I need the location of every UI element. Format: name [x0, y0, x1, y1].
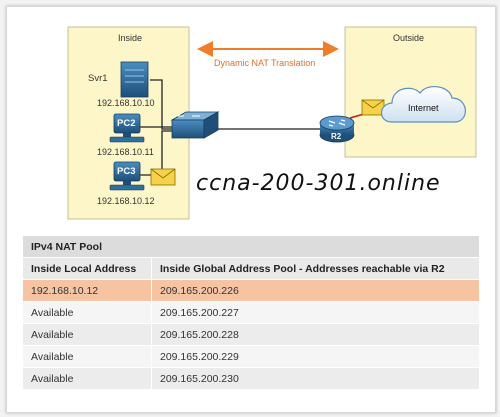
table-row: Available 209.165.200.229 — [22, 345, 480, 368]
translation-label: Dynamic NAT Translation — [214, 58, 316, 68]
cell-local-address: 192.168.10.12 — [22, 279, 152, 302]
table-row: Available 209.165.200.230 — [22, 367, 480, 390]
table-row: 192.168.10.12 209.165.200.226 — [22, 279, 480, 302]
watermark-text: ccna-200-301.online — [196, 171, 441, 196]
pc3-label: PC3 — [117, 166, 136, 177]
r2-packet-envelope-icon — [361, 99, 385, 116]
pc3-packet-envelope-icon — [150, 168, 176, 186]
cell-local-address: Available — [22, 345, 152, 368]
cell-local-address: Available — [22, 323, 152, 346]
table-row: Available 209.165.200.227 — [22, 301, 480, 324]
pc2-ip: 192.168.10.11 — [97, 147, 154, 157]
topology-canvas — [67, 26, 477, 220]
cell-global-address: 209.165.200.228 — [151, 323, 480, 346]
internet-label: Internet — [408, 103, 439, 113]
svr1-ip: 192.168.10.10 — [97, 98, 155, 108]
cell-global-address: 209.165.200.229 — [151, 345, 480, 368]
cell-global-address: 209.165.200.227 — [151, 301, 480, 324]
column-header-inside-local: Inside Local Address — [22, 257, 152, 280]
cell-local-address: Available — [22, 301, 152, 324]
pc3-ip: 192.168.10.12 — [97, 196, 155, 206]
svr1-label: Svr1 — [88, 73, 108, 84]
outside-zone-label: Outside — [393, 33, 425, 43]
cell-global-address: 209.165.200.230 — [151, 367, 480, 390]
router-icon — [319, 115, 355, 143]
table-title-row: IPv4 NAT Pool — [22, 235, 480, 258]
router-label: R2 — [331, 132, 342, 141]
pc3-icon — [109, 161, 145, 191]
nat-topology-diagram: Inside Outside Dynamic NAT Translation S… — [67, 26, 477, 220]
network-cables — [136, 79, 320, 176]
nat-pool-table: IPv4 NAT Pool Inside Local Address Insid… — [22, 235, 480, 390]
table-title: IPv4 NAT Pool — [22, 235, 480, 258]
table-row: Available 209.165.200.228 — [22, 323, 480, 346]
cell-local-address: Available — [22, 367, 152, 390]
inside-zone-label: Inside — [118, 33, 143, 43]
pc2-icon — [109, 113, 145, 143]
column-header-inside-global: Inside Global Address Pool - Addresses r… — [151, 257, 480, 280]
switch-icon — [170, 111, 220, 139]
internet-cloud-icon — [380, 85, 466, 123]
server-icon — [120, 61, 149, 98]
pc2-label: PC2 — [117, 118, 136, 129]
table-header-row: Inside Local Address Inside Global Addre… — [22, 257, 480, 280]
cell-global-address: 209.165.200.226 — [151, 279, 480, 302]
